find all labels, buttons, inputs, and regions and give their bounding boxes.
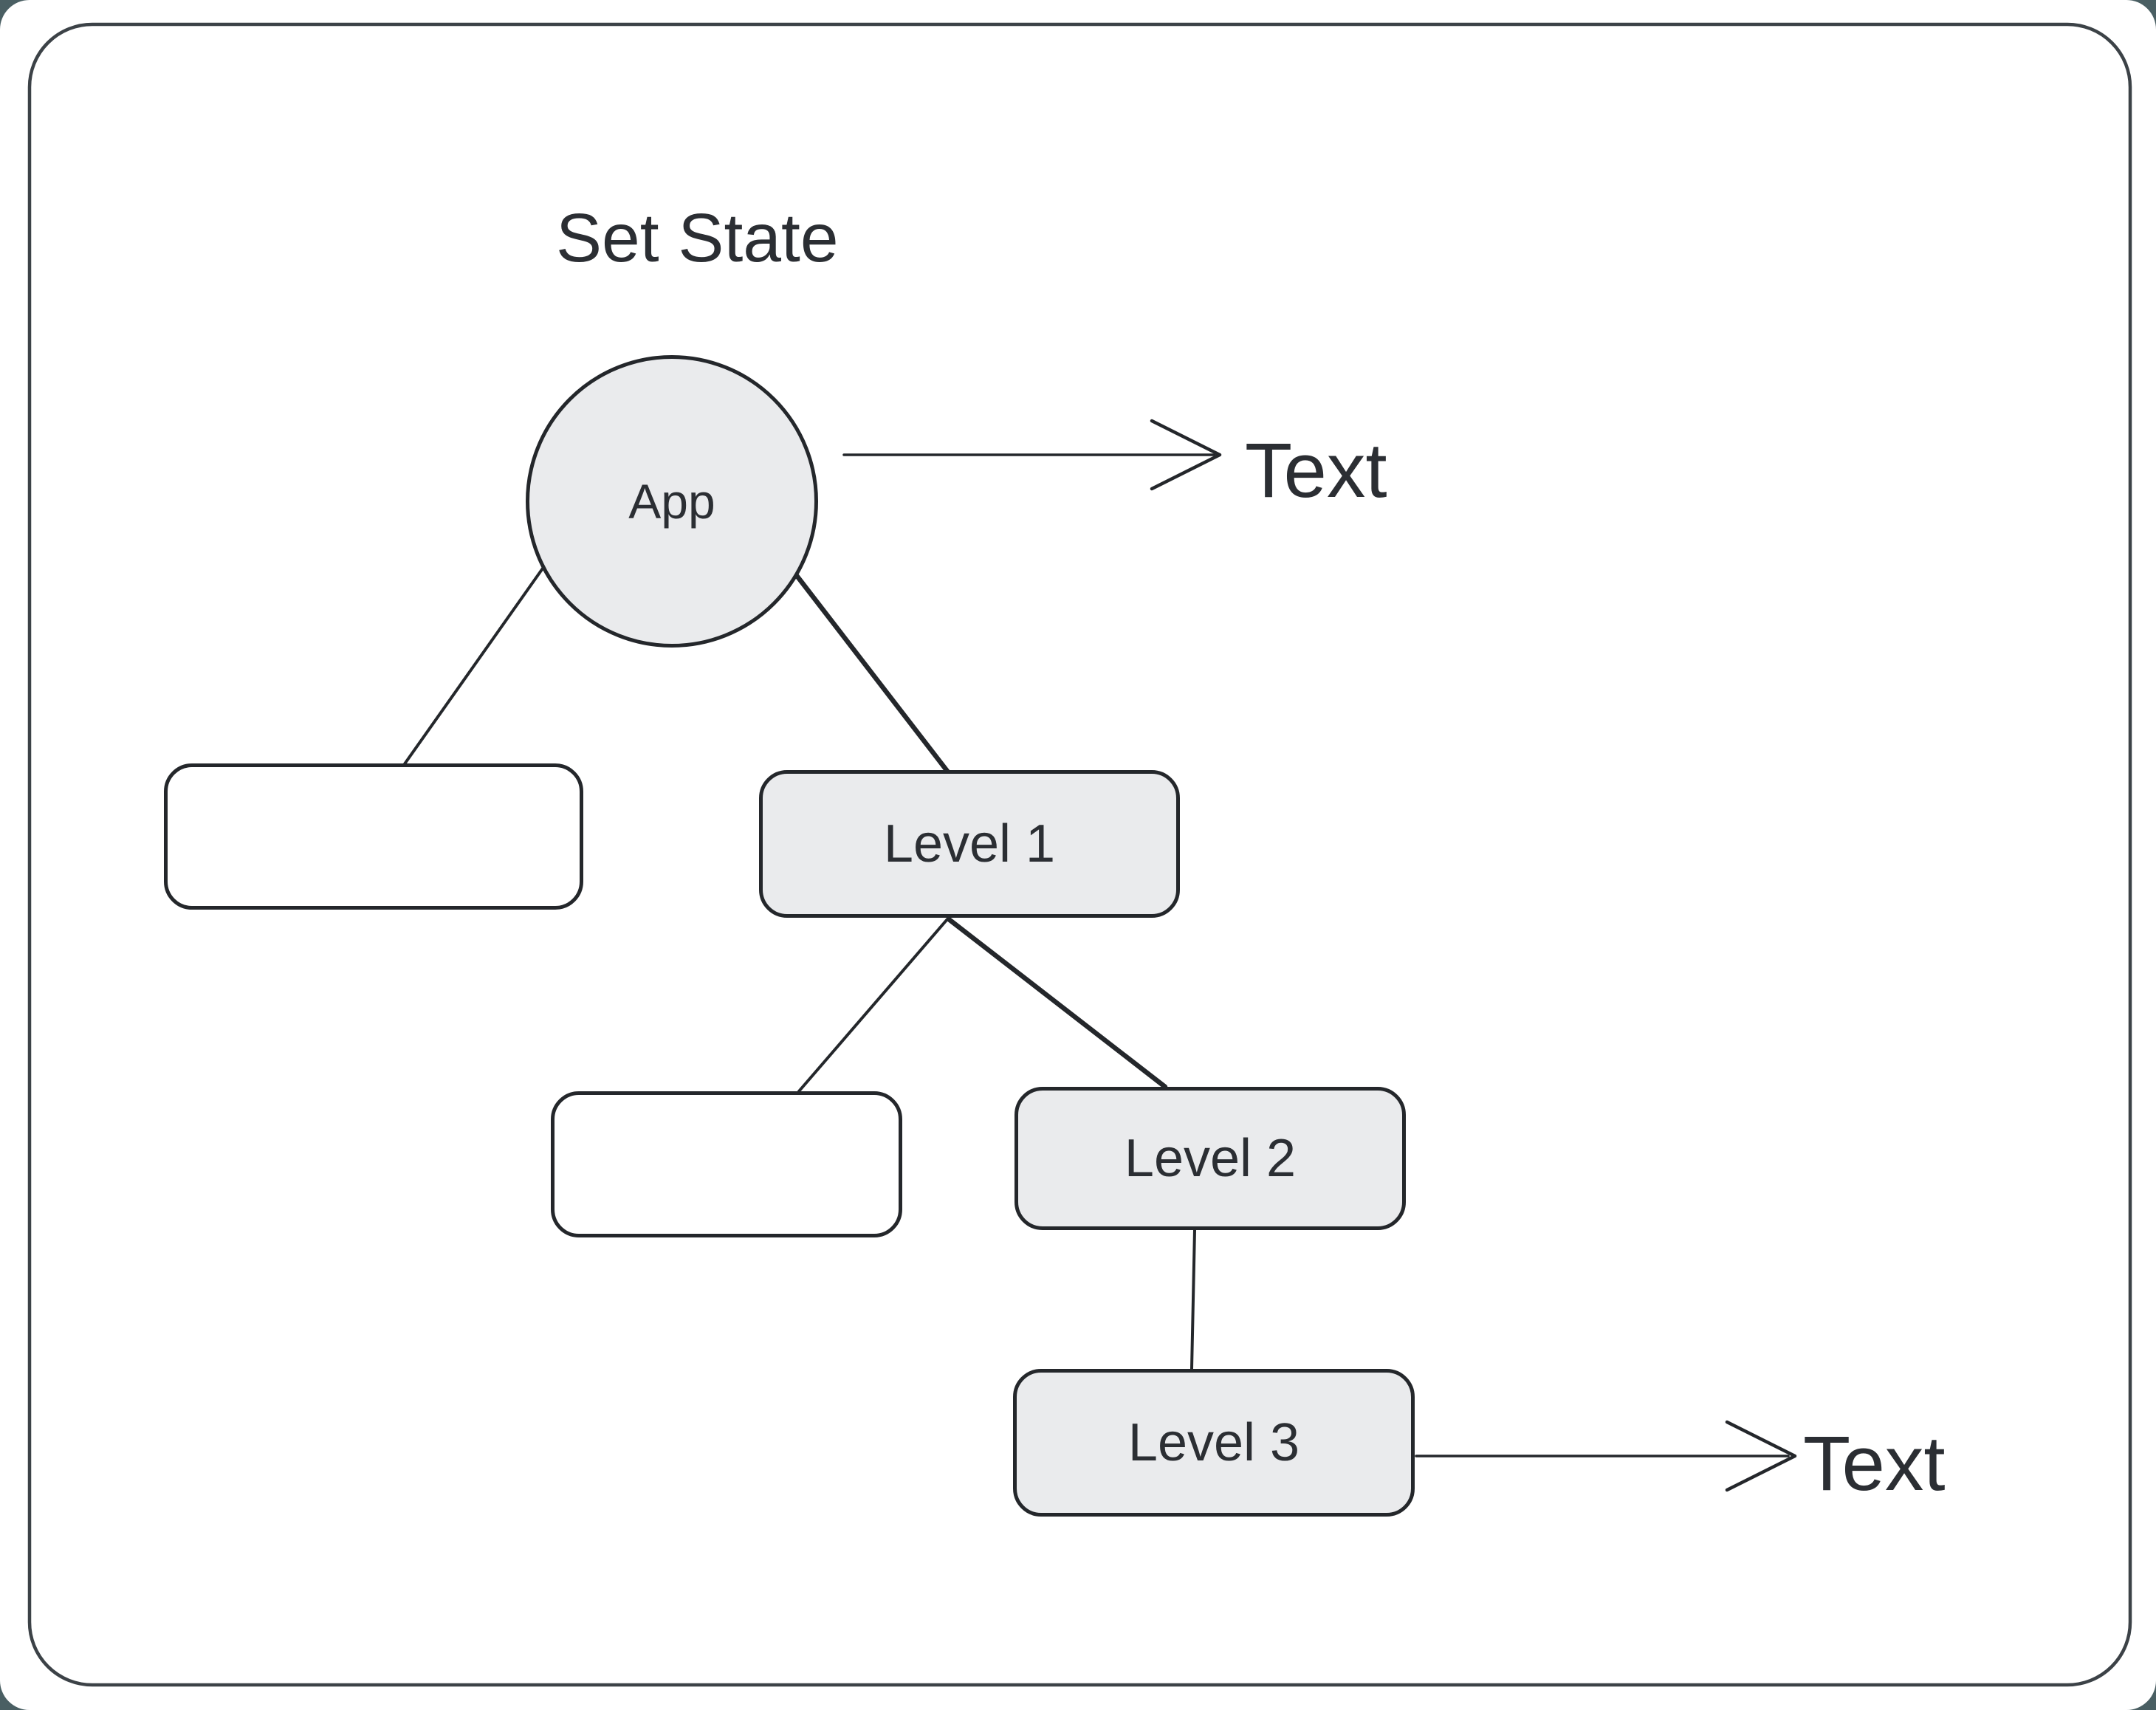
text-annotation-top: Text — [1245, 428, 1387, 514]
level-3-node: Level 3 — [1013, 1369, 1415, 1517]
blank-node-middle — [551, 1091, 902, 1237]
edge-app-to-level1 — [792, 571, 952, 776]
app-node: App — [526, 355, 818, 648]
arrow-app-to-text-head — [1150, 419, 1222, 491]
text-annotation-bottom: Text — [1803, 1421, 1946, 1507]
level-2-node: Level 2 — [1015, 1087, 1406, 1230]
edge-level1-to-blank-middle — [797, 918, 949, 1093]
level-1-node-label: Level 1 — [883, 814, 1056, 873]
app-node-label: App — [628, 474, 715, 529]
edge-level1-to-level2 — [946, 916, 1168, 1090]
blank-node-left — [164, 763, 583, 910]
edge-app-to-blank-left — [402, 565, 546, 766]
level-3-node-label: Level 3 — [1127, 1413, 1300, 1472]
edge-level2-to-level3 — [1190, 1229, 1196, 1370]
arrow-level3-to-text-head — [1725, 1420, 1797, 1492]
level-2-node-label: Level 2 — [1124, 1129, 1297, 1188]
diagram-title: Set State — [556, 199, 839, 276]
level-1-node: Level 1 — [759, 770, 1180, 918]
